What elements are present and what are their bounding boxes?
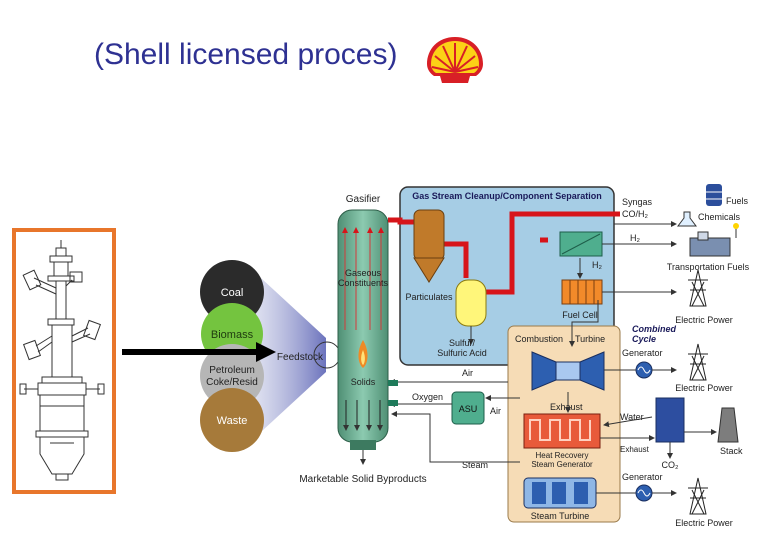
chemicals-flask-icon <box>677 211 697 227</box>
svg-text:Coal: Coal <box>221 287 244 299</box>
electric-power-label-3: Electric Power <box>675 518 733 528</box>
gasifier-drawing <box>12 228 116 494</box>
byproducts-label: Marketable Solid Byproducts <box>299 474 426 485</box>
fuels-label: Fuels <box>726 196 749 206</box>
syngas-line2: CO/H₂ <box>622 209 649 219</box>
petroleum-label-line2: Coke/Resid <box>206 377 258 388</box>
sulfur-line2: Sulfuric Acid <box>437 348 487 358</box>
shell-pecten-icon <box>427 37 483 83</box>
sulfur-line1: Sulfur/ <box>449 338 476 348</box>
sulfur-absorber <box>455 279 487 345</box>
exhaust-label-2: Exhaust <box>620 445 650 454</box>
steam-turbine-label: Steam Turbine <box>531 511 590 521</box>
generator-label-1: Generator <box>622 348 663 358</box>
electric-power-label-2: Electric Power <box>675 383 733 393</box>
stack-icon <box>717 407 739 443</box>
gaseous-line2: Constituents <box>338 278 389 288</box>
chemicals-label: Chemicals <box>698 212 741 222</box>
solids-label: Solids <box>351 377 376 387</box>
co2-capture-vessel <box>655 397 685 443</box>
power-tower-icon-1 <box>688 269 708 307</box>
combustion-label: Combustion <box>515 334 563 344</box>
feed-arrow <box>122 342 276 362</box>
feedstock-petroleum-coke: Petroleum Coke/Resid <box>200 344 264 408</box>
hrsg-line2: Steam Generator <box>531 460 593 469</box>
fuel-cell-label: Fuel Cell <box>562 310 598 320</box>
fuel-cell <box>561 279 603 305</box>
feedstock-label: Feedstock <box>277 352 324 363</box>
gasification-flow-diagram: Coal Biomass Petroleum Coke/Resid Waste … <box>122 184 750 528</box>
hrsg-icon <box>523 413 601 449</box>
co2-label: CO₂ <box>662 460 680 470</box>
transportation-label: Transportation Fuels <box>667 262 750 272</box>
particulates-label: Particulates <box>405 292 453 302</box>
generator-label-2: Generator <box>622 472 663 482</box>
cc-line1: Combined <box>632 324 677 334</box>
gasifier-vessel <box>337 209 389 465</box>
generator-icon-2 <box>635 484 653 502</box>
refinery-icon <box>689 223 739 257</box>
cleanup-title: Gas Stream Cleanup/Component Separation <box>412 191 602 201</box>
power-tower-icon-3 <box>688 477 708 515</box>
h2-label: H₂ <box>630 233 640 243</box>
cleanup-h2-label: H₂ <box>592 260 602 270</box>
fuels-barrel-icon <box>706 184 722 206</box>
gasifier-title: Gasifier <box>346 194 381 205</box>
water-label: Water <box>620 412 644 422</box>
hrsg-line1: Heat Recovery <box>536 451 589 460</box>
air-label-top: Air <box>462 368 473 378</box>
petroleum-label-line1: Petroleum <box>209 365 255 376</box>
shell-logo <box>427 37 483 83</box>
air-label-bottom: Air <box>490 406 501 416</box>
asu-unit <box>451 391 485 425</box>
orange-frame <box>12 228 116 494</box>
turbine-label: Turbine <box>575 334 605 344</box>
exhaust-label: Exhaust <box>550 402 583 412</box>
slide-title: (Shell licensed proces) <box>94 38 398 71</box>
flame-icon <box>358 340 368 368</box>
steam-turbine-icon <box>523 477 597 509</box>
electric-power-label-1: Electric Power <box>675 315 733 325</box>
asu-label: ASU <box>459 404 478 414</box>
feedstock-funnel <box>250 268 326 442</box>
gas-turbine-icon <box>531 351 605 391</box>
stack-label: Stack <box>720 446 743 456</box>
feedstock-waste: Waste <box>200 388 264 452</box>
svg-text:Biomass: Biomass <box>211 329 254 341</box>
svg-text:Waste: Waste <box>217 415 248 427</box>
particulate-separator <box>413 209 445 283</box>
cc-line2: Cycle <box>632 334 656 344</box>
h2-separator <box>559 231 603 257</box>
generator-icon-1 <box>635 361 653 379</box>
gaseous-line1: Gaseous <box>345 268 382 278</box>
oxygen-label: Oxygen <box>412 392 443 402</box>
power-tower-icon-2 <box>688 343 708 381</box>
sulfur-label: Sulfur/Sulfuric Acid <box>437 338 487 358</box>
syngas-line1: Syngas <box>622 197 653 207</box>
steam-label: Steam <box>462 460 488 470</box>
